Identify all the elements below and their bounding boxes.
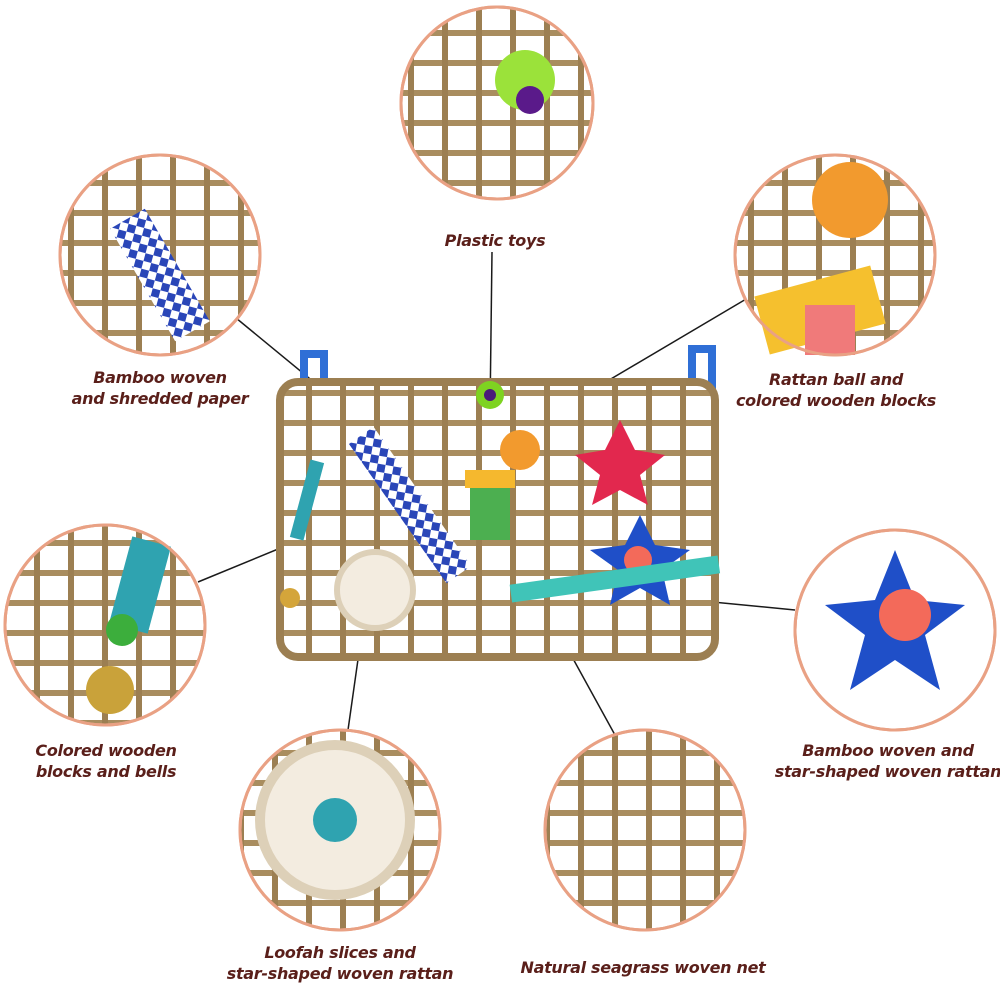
circle-bamboo-star <box>793 528 997 732</box>
circle-loofah <box>238 728 442 932</box>
label-line: star-shaped woven rattan <box>226 964 454 983</box>
seagrass-net-product <box>276 345 721 661</box>
label-line: Natural seagrass woven net <box>520 958 766 977</box>
circle-wooden-bells <box>3 523 207 727</box>
label-seagrass: Natural seagrass woven net <box>520 957 765 978</box>
label-line: blocks and bells <box>35 762 177 781</box>
circle-plastic-toys <box>399 5 595 201</box>
circle-bamboo-shredded <box>58 153 262 357</box>
label-line: colored wooden blocks <box>735 391 937 410</box>
label-line: star-shaped woven rattan <box>774 762 1000 781</box>
label-plastic-toys: Plastic toys <box>445 230 546 251</box>
label-bamboo-shredded: Bamboo woven and shredded paper <box>72 367 249 409</box>
label-line: and shredded paper <box>71 389 249 408</box>
label-line: Plastic toys <box>444 231 546 250</box>
circle-seagrass <box>543 728 747 932</box>
label-line: Rattan ball and <box>768 370 904 389</box>
label-line: Loofah slices and <box>264 943 416 962</box>
label-loofah: Loofah slices and star-shaped woven ratta… <box>227 942 454 984</box>
label-line: Bamboo woven and <box>802 741 974 760</box>
circle-rattan-ball <box>733 153 937 357</box>
label-rattan-ball: Rattan ball and colored wooden blocks <box>736 369 936 411</box>
label-wooden-bells: Colored wooden blocks and bells <box>35 740 177 782</box>
label-line: Colored wooden <box>35 741 177 760</box>
label-line: Bamboo woven <box>93 368 227 387</box>
label-bamboo-star: Bamboo woven and star-shaped woven rattan <box>775 740 1000 782</box>
callout-circles <box>3 5 997 932</box>
